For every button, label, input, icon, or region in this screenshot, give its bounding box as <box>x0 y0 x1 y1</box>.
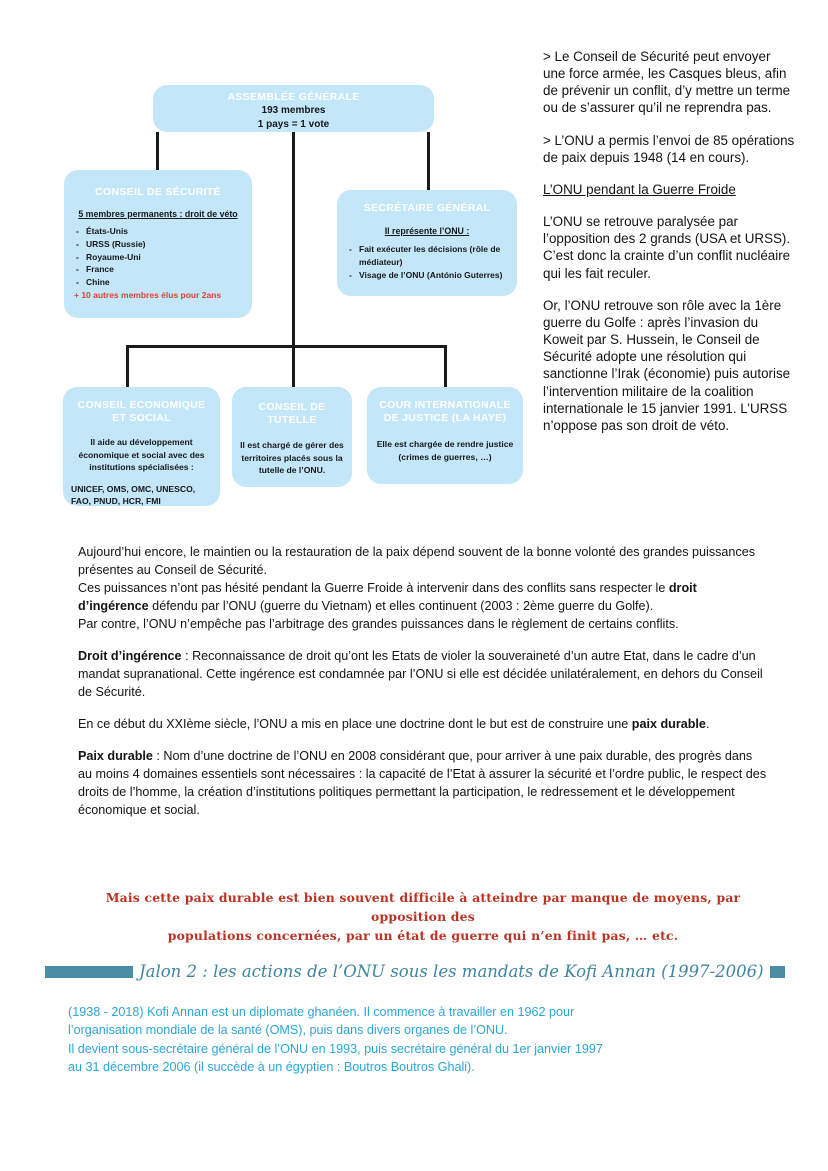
node-assemblee-vote: 1 pays = 1 vote <box>257 119 330 131</box>
node-conseil-securite-members: États-Unis URSS (Russie) Royaume-Uni Fra… <box>74 225 242 289</box>
list-item: Chine <box>74 276 242 289</box>
node-ecosoc-title: CONSEIL ECONOMIQUE ET SOCIAL <box>77 399 206 425</box>
un-organigram: ASSEMBLÉE GÉNÉRALE 193 membres 1 pays = … <box>0 0 535 540</box>
text-segment: . <box>705 717 710 731</box>
paragraph-maintien-paix: Aujourd’hui encore, le maintien ou la re… <box>78 545 756 577</box>
node-conseil-de-tutelle[interactable]: CONSEIL DE TUTELLE Il est chargé de gére… <box>232 387 352 487</box>
node-assemblee-title: ASSEMBLÉE GÉNÉRALE <box>227 91 360 103</box>
node-cij-title: COUR INTERNATIONALE DE JUSTICE (LA HAYE) <box>379 399 511 425</box>
list-item: États-Unis <box>74 225 242 238</box>
connector-to-tutelle <box>292 345 295 388</box>
node-assemblee-generale[interactable]: ASSEMBLÉE GÉNÉRALE 193 membres 1 pays = … <box>153 85 434 132</box>
connector-assemblee-trunk <box>292 132 295 348</box>
jalon-section-header: Jalon 2 : les actions de l’ONU sous les … <box>45 962 785 981</box>
connector-to-ecosoc <box>126 345 129 388</box>
bold-term-paix-durable: Paix durable <box>78 749 153 763</box>
node-secretaire-subtitle: Il représente l’ONU : <box>384 226 470 237</box>
kofi-annan-biography: (1938 - 2018) Kofi Annan est un diplomat… <box>68 1003 768 1077</box>
connector-assemblee-to-secretaire <box>427 132 430 192</box>
node-conseil-de-securite[interactable]: CONSEIL DE SÉCURITÉ 5 membres permanents… <box>64 170 252 318</box>
red-note-line-1: Mais cette paix durable est bien souvent… <box>105 890 741 925</box>
definition-droit-ingerence: Droit d’ingérence : Reconnaissance de dr… <box>78 647 768 701</box>
text-segment: : Reconnaissance de droit qu’ont les Eta… <box>78 649 763 699</box>
text-segment: En ce début du XXIème siècle, l’ONU a mi… <box>78 717 632 731</box>
paragraph-arbitrage: Par contre, l’ONU n’empêche pas l’arbitr… <box>78 617 679 631</box>
kofi-line-4: au 31 décembre 2006 (il succède à un égy… <box>68 1060 475 1075</box>
list-item: URSS (Russie) <box>74 238 242 251</box>
connector-horizontal-bar <box>126 345 447 348</box>
list-item: France <box>74 263 242 276</box>
right-note-casques-bleus: > Le Conseil de Sécurité peut envoyer un… <box>543 49 791 116</box>
main-body-text: Aujourd’hui encore, le maintien ou la re… <box>78 543 768 833</box>
node-secretaire-items: Fait exécuter les décisions (rôle de méd… <box>347 243 507 281</box>
kofi-line-1: (1938 - 2018) Kofi Annan est un diplomat… <box>68 1005 575 1019</box>
node-secretaire-title: SECRÉTAIRE GÉNÉRAL <box>363 202 491 214</box>
red-handwritten-note: Mais cette paix durable est bien souvent… <box>78 888 768 946</box>
node-secretaire-general[interactable]: SECRÉTAIRE GÉNÉRAL Il représente l’ONU :… <box>337 190 517 296</box>
bold-paix-durable: paix durable <box>631 717 706 731</box>
node-conseil-economique-et-social[interactable]: CONSEIL ECONOMIQUE ET SOCIAL Il aide au … <box>63 387 220 506</box>
node-conseil-securite-subtitle: 5 membres permanents : droit de véto <box>78 209 238 220</box>
node-tutelle-title: CONSEIL DE TUTELLE <box>258 401 326 427</box>
kofi-line-2: l’organisation mondiale de la santé (OMS… <box>68 1023 508 1038</box>
right-note-paralysie: L’ONU se retrouve paralysée par l’opposi… <box>543 214 791 247</box>
right-note-guerre-du-golfe: Or, l’ONU retrouve son rôle avec la 1ère… <box>543 297 791 433</box>
bold-term-droit-ingerence: Droit d’ingérence <box>78 649 182 663</box>
definition-paix-durable: Paix durable : Nom d’une doctrine de l’O… <box>78 747 768 819</box>
connector-to-cij <box>444 345 447 388</box>
node-conseil-securite-note: + 10 autres membres élus pour 2ans <box>74 289 222 300</box>
node-assemblee-members: 193 membres <box>261 105 326 117</box>
list-item: Fait exécuter les décisions (rôle de méd… <box>347 243 507 269</box>
list-item: Royaume-Uni <box>74 251 242 264</box>
node-ecosoc-body: Il aide au développement économique et s… <box>78 437 205 473</box>
text-segment: : Nom d’une doctrine de l’ONU en 2008 co… <box>78 749 767 817</box>
node-tutelle-body: Il est chargé de gérer des territoires p… <box>240 440 344 476</box>
paragraph-xxieme-siecle: En ce début du XXIème siècle, l’ONU a mi… <box>78 715 768 733</box>
jalon-title: Jalon 2 : les actions de l’ONU sous les … <box>139 962 764 981</box>
right-note-crainte-nucleaire: C’est donc la crainte d’un conflit nuclé… <box>543 248 791 281</box>
right-note-operations-paix: > L’ONU a permis l’envoi de 85 opération… <box>543 132 795 165</box>
text-segment: Ces puissances n’ont pas hésité pendant … <box>78 581 669 595</box>
jalon-bar-right <box>769 965 785 978</box>
kofi-line-3: Il devient sous-secrétaire général de l’… <box>68 1041 603 1056</box>
node-conseil-securite-title: CONSEIL DE SÉCURITÉ <box>95 186 221 198</box>
jalon-bar-left <box>45 965 133 978</box>
red-note-line-2: populations concernées, par un état de g… <box>167 928 679 944</box>
list-item: Visage de l’ONU (António Guterres) <box>347 269 507 282</box>
node-cour-internationale-de-justice[interactable]: COUR INTERNATIONALE DE JUSTICE (LA HAYE)… <box>367 387 523 484</box>
node-ecosoc-institutions: UNICEF, OMS, OMC, UNESCO, FAO, PNUD, HCR… <box>71 483 196 507</box>
connector-assemblee-to-conseil-securite <box>156 132 159 172</box>
paragraph-droit-ingerence-intro: Ces puissances n’ont pas hésité pendant … <box>78 579 768 615</box>
node-cij-body: Elle est chargée de rendre justice (crim… <box>376 439 514 462</box>
bold-droit-ingerence: droit d’ingérence <box>78 581 697 613</box>
right-note-heading-guerre-froide: L’ONU pendant la Guerre Froide <box>543 181 736 197</box>
right-side-notes: > Le Conseil de Sécurité peut envoyer un… <box>543 48 795 449</box>
text-segment: défendu par l’ONU (guerre du Vietnam) et… <box>148 599 654 613</box>
